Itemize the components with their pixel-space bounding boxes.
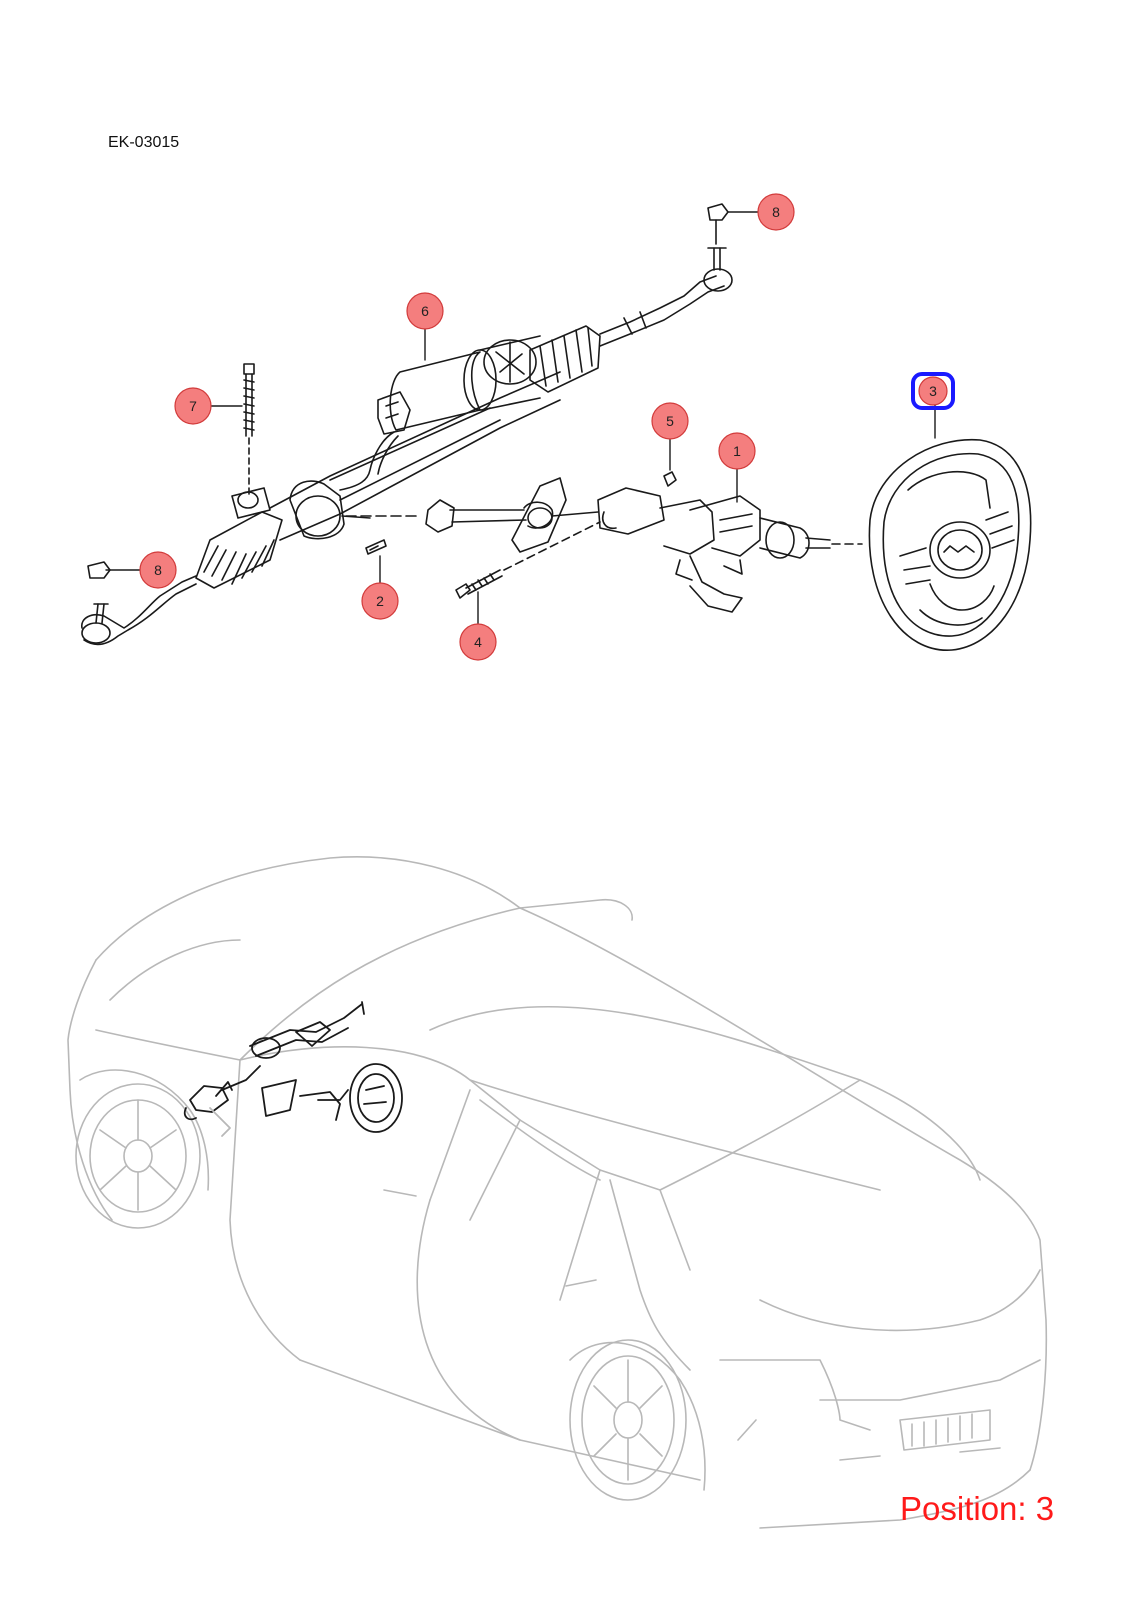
callout-4[interactable]: 4 — [459, 623, 497, 661]
bolt-4 — [455, 521, 601, 599]
bolt-7 — [243, 363, 255, 497]
callout-label: 6 — [421, 303, 429, 319]
position-label: Position: 3 — [900, 1490, 1055, 1527]
callout-label: 4 — [474, 634, 482, 650]
callout-6[interactable]: 6 — [406, 292, 444, 330]
vehicle-locator — [67, 856, 1048, 1529]
callout-label: 1 — [733, 443, 741, 459]
steering-wheel — [868, 438, 1032, 651]
callout-8-right[interactable]: 8 — [757, 193, 795, 231]
steering-column — [597, 471, 831, 613]
callout-2[interactable]: 2 — [361, 582, 399, 620]
bolt-2 — [365, 539, 387, 555]
callout-label: 2 — [376, 593, 384, 609]
callout-5[interactable]: 5 — [651, 402, 689, 440]
callout-label: 8 — [772, 204, 780, 220]
callout-7[interactable]: 7 — [174, 387, 212, 425]
intermediate-shaft — [345, 477, 599, 553]
callout-3-selected[interactable]: 3 — [911, 372, 955, 410]
callout-leaders — [105, 211, 936, 625]
callout-label: 5 — [666, 413, 674, 429]
callout-8-left[interactable]: 8 — [139, 551, 177, 589]
callout-1[interactable]: 1 — [718, 432, 756, 470]
callout-label: 3 — [929, 383, 937, 399]
steering-rack — [81, 203, 733, 646]
diagram-code: EK-03015 — [108, 134, 180, 151]
vehicle-steering-highlight — [183, 1001, 403, 1137]
callout-label: 7 — [189, 398, 197, 414]
callout-label: 8 — [154, 562, 162, 578]
